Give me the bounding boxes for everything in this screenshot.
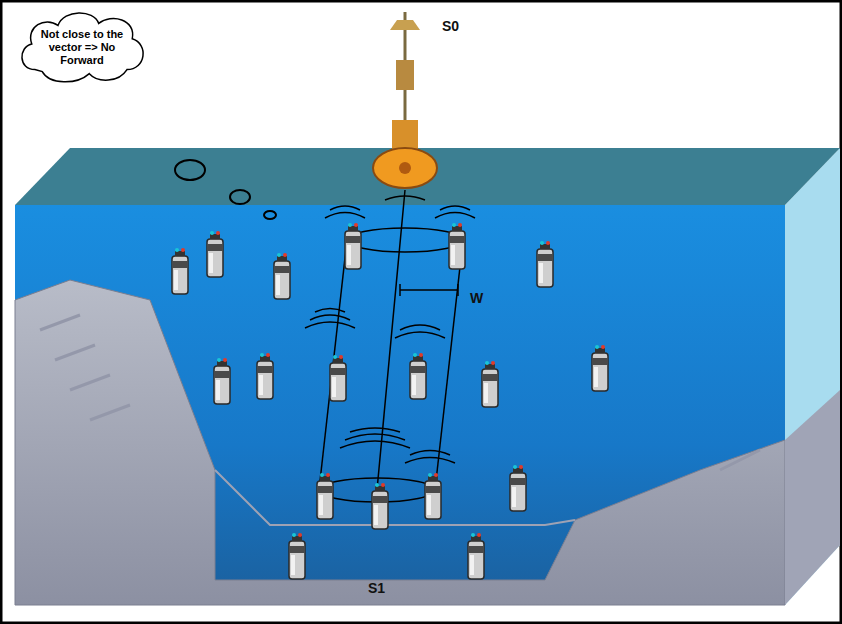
sensor-node bbox=[207, 231, 223, 277]
point-label: S1 bbox=[368, 580, 385, 596]
seabed bbox=[15, 280, 785, 605]
sensor-node bbox=[257, 353, 273, 399]
sensor-node bbox=[449, 223, 465, 269]
vector-pipe bbox=[319, 190, 463, 502]
sensor-node bbox=[372, 483, 388, 529]
water-body bbox=[15, 205, 785, 605]
sensor-node bbox=[592, 345, 608, 391]
sensor-nodes bbox=[172, 223, 608, 579]
seabed-steps bbox=[40, 315, 760, 470]
sensor-node bbox=[482, 361, 498, 407]
thought-text: Not close to the vector => No Forward bbox=[14, 28, 150, 67]
sensor-node bbox=[172, 248, 188, 294]
signal-waves bbox=[305, 196, 475, 463]
sensor-node bbox=[468, 533, 484, 579]
sensor-node bbox=[289, 533, 305, 579]
thought-cloud: Not close to the vector => No Forward bbox=[14, 6, 150, 88]
sensor-node bbox=[410, 353, 426, 399]
sensor-node bbox=[537, 241, 553, 287]
seabed-side bbox=[785, 390, 840, 605]
thought-bubbles bbox=[175, 160, 276, 219]
sensor-node bbox=[425, 473, 441, 519]
sensor-node bbox=[510, 465, 526, 511]
sensor-node bbox=[214, 358, 230, 404]
sensor-node bbox=[274, 253, 290, 299]
sensor-node bbox=[345, 223, 361, 269]
sensor-node bbox=[317, 473, 333, 519]
sensor-node bbox=[330, 355, 346, 401]
point-label: W bbox=[470, 290, 483, 306]
water-surface bbox=[15, 148, 840, 205]
buoy bbox=[373, 12, 437, 188]
water-side bbox=[785, 148, 840, 605]
point-label: S0 bbox=[442, 18, 459, 34]
